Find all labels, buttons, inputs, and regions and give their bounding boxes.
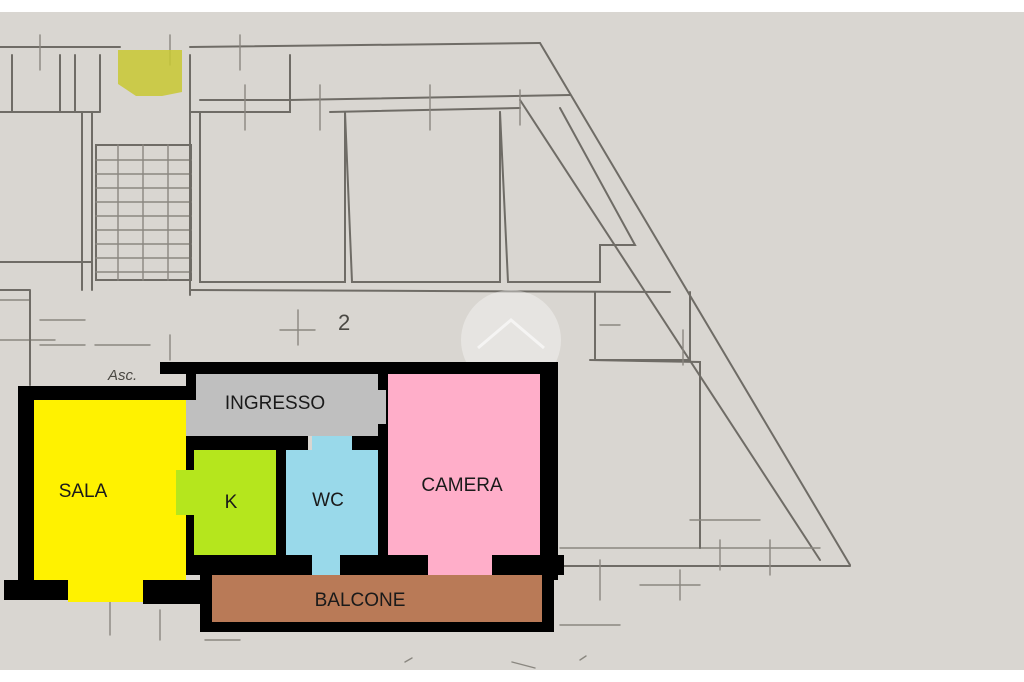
building-sketch: 2 Asc. xyxy=(0,34,851,641)
floor-number-label: 2 xyxy=(338,310,350,335)
room-wc[interactable] xyxy=(286,450,378,555)
room-kitchen[interactable] xyxy=(194,450,276,555)
bottom-sketch-marks xyxy=(404,655,587,669)
room-ingresso-left xyxy=(186,400,196,436)
room-kitchen-door xyxy=(176,470,194,515)
stair-highlight xyxy=(118,50,182,96)
label-sala: SALA xyxy=(59,481,108,502)
room-balcone[interactable] xyxy=(212,575,542,622)
room-wc-door xyxy=(312,436,352,450)
label-wc: WC xyxy=(312,490,344,511)
room-camera-bottom xyxy=(428,555,492,575)
room-ingresso[interactable] xyxy=(196,374,378,436)
room-sala[interactable] xyxy=(34,400,186,580)
apartment-walls xyxy=(4,362,564,632)
apartment-rooms xyxy=(34,374,542,622)
label-balcone: BALCONE xyxy=(315,590,406,611)
label-ingresso: INGRESSO xyxy=(225,393,325,414)
room-wc-bottom xyxy=(312,555,340,575)
label-camera: CAMERA xyxy=(421,475,503,496)
room-camera[interactable] xyxy=(388,374,540,555)
room-labels: INGRESSO SALA K WC CAMERA BALCONE xyxy=(59,393,503,611)
label-kitchen: K xyxy=(225,492,238,513)
lift-label: Asc. xyxy=(107,367,137,384)
room-sala-bottom xyxy=(68,580,143,602)
room-ingresso-right xyxy=(360,390,386,424)
